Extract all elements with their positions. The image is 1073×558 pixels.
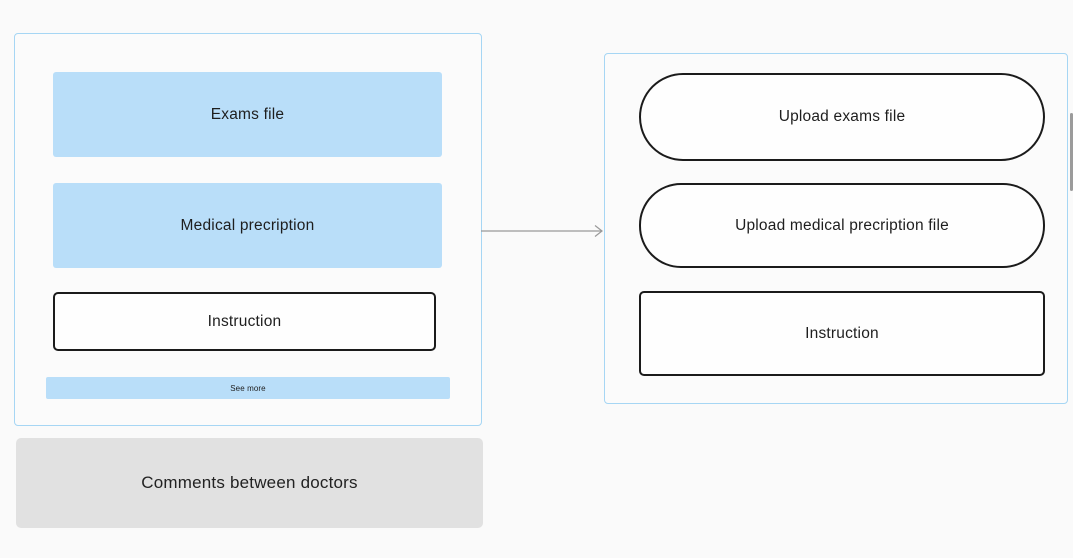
medical-prescription-box[interactable]: Medical precription bbox=[53, 183, 442, 268]
upload-exams-file-pill[interactable]: Upload exams file bbox=[639, 73, 1045, 161]
instruction-box-right[interactable]: Instruction bbox=[639, 291, 1045, 376]
upload-medical-prescription-pill[interactable]: Upload medical precription file bbox=[639, 183, 1045, 268]
flow-arrow-icon bbox=[481, 225, 603, 237]
instruction-box-left[interactable]: Instruction bbox=[53, 292, 436, 351]
patient-files-frame: Exams file Medical precription Instructi… bbox=[14, 33, 482, 426]
see-more-button[interactable]: See more bbox=[46, 377, 450, 399]
comments-between-doctors-box[interactable]: Comments between doctors bbox=[16, 438, 483, 528]
upload-actions-frame: Upload exams file Upload medical precrip… bbox=[604, 53, 1068, 404]
exams-file-box[interactable]: Exams file bbox=[53, 72, 442, 157]
vertical-scrollbar-thumb[interactable] bbox=[1070, 113, 1073, 191]
